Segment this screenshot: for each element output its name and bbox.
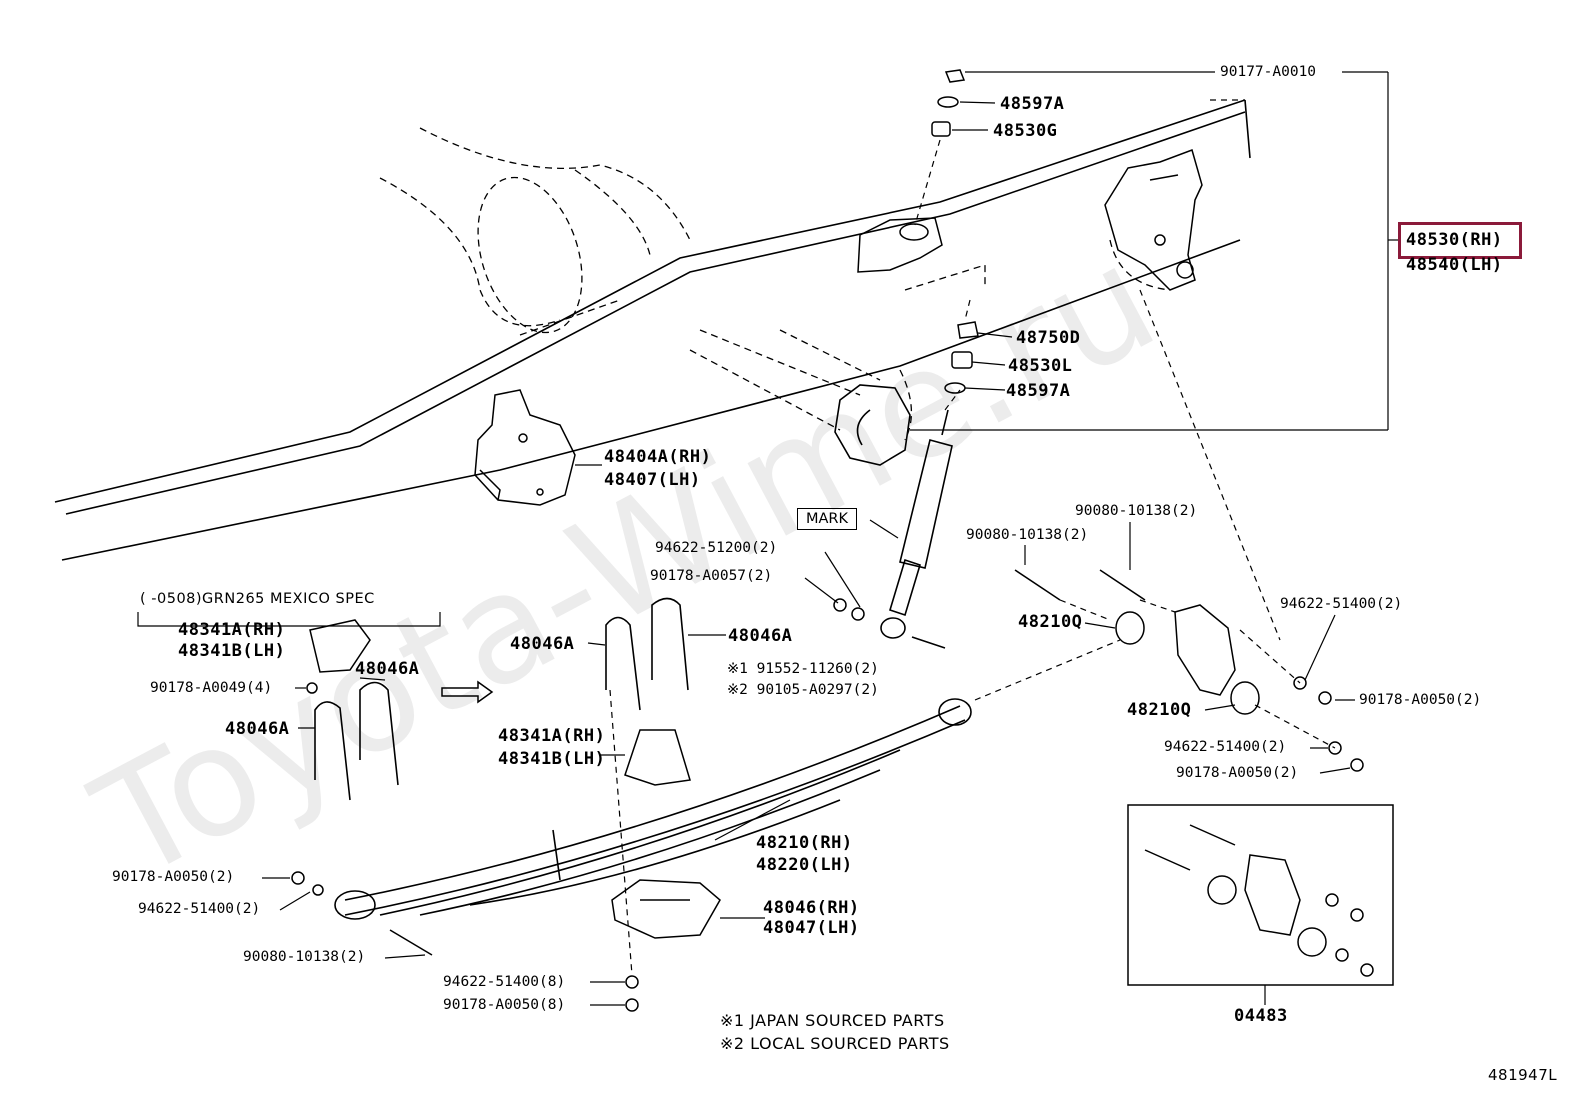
frame-rail (54, 99, 1251, 561)
part-48341a-rh-left[interactable]: 48341A(RH) (178, 620, 286, 640)
part-48046-rh[interactable]: 48046(RH) (763, 898, 860, 918)
direction-arrow (441, 680, 494, 704)
upper-bushings (931, 69, 979, 394)
part-48530l[interactable]: 48530L (1008, 356, 1073, 376)
part-48046a-center-right[interactable]: 48046A (728, 626, 793, 646)
mark-label: MARK (797, 508, 858, 530)
part-90105-a0297[interactable]: ※2 90105-A0297(2) (727, 682, 879, 698)
part-48220-lh[interactable]: 48220(LH) (756, 855, 853, 875)
part-90080-10138-left[interactable]: 90080-10138(2) (243, 949, 366, 965)
part-48404a-rh[interactable]: 48404A(RH) (604, 447, 712, 467)
part-48530-rh[interactable]: 48530(RH) (1406, 230, 1503, 250)
part-48341b-lh-center[interactable]: 48341B(LH) (498, 749, 606, 769)
part-90178-a0049[interactable]: 90178-A0049(4) (150, 680, 273, 696)
shackle-bracket-right (1104, 149, 1203, 291)
part-90178-a0050-right[interactable]: 90178-A0050(2) (1359, 692, 1482, 708)
note-japan-sourced: ※1 JAPAN SOURCED PARTS (720, 1011, 945, 1030)
part-48341b-lh-left[interactable]: 48341B(LH) (178, 641, 286, 661)
part-90178-a0050-8[interactable]: 90178-A0050(8) (443, 997, 566, 1013)
part-90178-a0050-left[interactable]: 90178-A0050(2) (112, 869, 235, 885)
axle-housing (379, 127, 1171, 441)
part-48750d[interactable]: 48750D (1016, 328, 1081, 348)
spring-seat (611, 879, 721, 939)
part-48597a-top[interactable]: 48597A (1000, 94, 1065, 114)
diagram-id: 481947L (1488, 1066, 1558, 1084)
part-94622-51200[interactable]: 94622-51200(2) (655, 540, 778, 556)
part-48210q-upper[interactable]: 48210Q (1018, 612, 1083, 632)
part-94622-51400-right[interactable]: 94622-51400(2) (1280, 596, 1403, 612)
part-48046a-left-top[interactable]: 48046A (355, 659, 420, 679)
part-90178-a0057[interactable]: 90178-A0057(2) (650, 568, 773, 584)
install-lines (609, 99, 1336, 976)
part-48407-lh[interactable]: 48407(LH) (604, 470, 701, 490)
part-94622-51400-mid[interactable]: 94622-51400(2) (1164, 739, 1287, 755)
bump-stop (309, 619, 691, 786)
part-48210-rh[interactable]: 48210(RH) (756, 833, 853, 853)
hanger-bracket-left (474, 389, 576, 506)
fasteners (291, 598, 1364, 1012)
part-90178-a0050-mid[interactable]: 90178-A0050(2) (1176, 765, 1299, 781)
mexico-spec-note: ( -0508)GRN265 MEXICO SPEC (140, 591, 375, 607)
kit-04483[interactable]: 04483 (1234, 1006, 1288, 1026)
part-48341a-rh-center[interactable]: 48341A(RH) (498, 726, 606, 746)
part-48540-lh[interactable]: 48540(LH) (1406, 255, 1503, 275)
note-local-sourced: ※2 LOCAL SOURCED PARTS (720, 1034, 950, 1053)
part-48530g[interactable]: 48530G (993, 121, 1058, 141)
highlight-box (1398, 222, 1522, 259)
shock-absorber (880, 409, 953, 639)
shock-mount (857, 217, 943, 273)
part-48046a-center-left[interactable]: 48046A (510, 634, 575, 654)
shackle-right (1014, 569, 1260, 715)
u-bolts-center (314, 597, 689, 801)
part-91552-11260[interactable]: ※1 91552-11260(2) (727, 661, 879, 677)
leaf-spring (334, 698, 972, 920)
part-48047-lh[interactable]: 48047(LH) (763, 918, 860, 938)
part-90080-10138-b[interactable]: 90080-10138(2) (1075, 503, 1198, 519)
part-90177-a0010[interactable]: 90177-A0010 (1220, 64, 1317, 80)
part-94622-51400-left[interactable]: 94622-51400(2) (138, 901, 261, 917)
part-48210q-lower[interactable]: 48210Q (1127, 700, 1192, 720)
axle-end (834, 384, 911, 466)
part-94622-51400-8[interactable]: 94622-51400(8) (443, 974, 566, 990)
part-48597a-bottom[interactable]: 48597A (1006, 381, 1071, 401)
leader-lines (137, 71, 1400, 1006)
part-48046a-left[interactable]: 48046A (225, 719, 290, 739)
part-90080-10138-a[interactable]: 90080-10138(2) (966, 527, 1089, 543)
kit-box (1127, 804, 1394, 986)
